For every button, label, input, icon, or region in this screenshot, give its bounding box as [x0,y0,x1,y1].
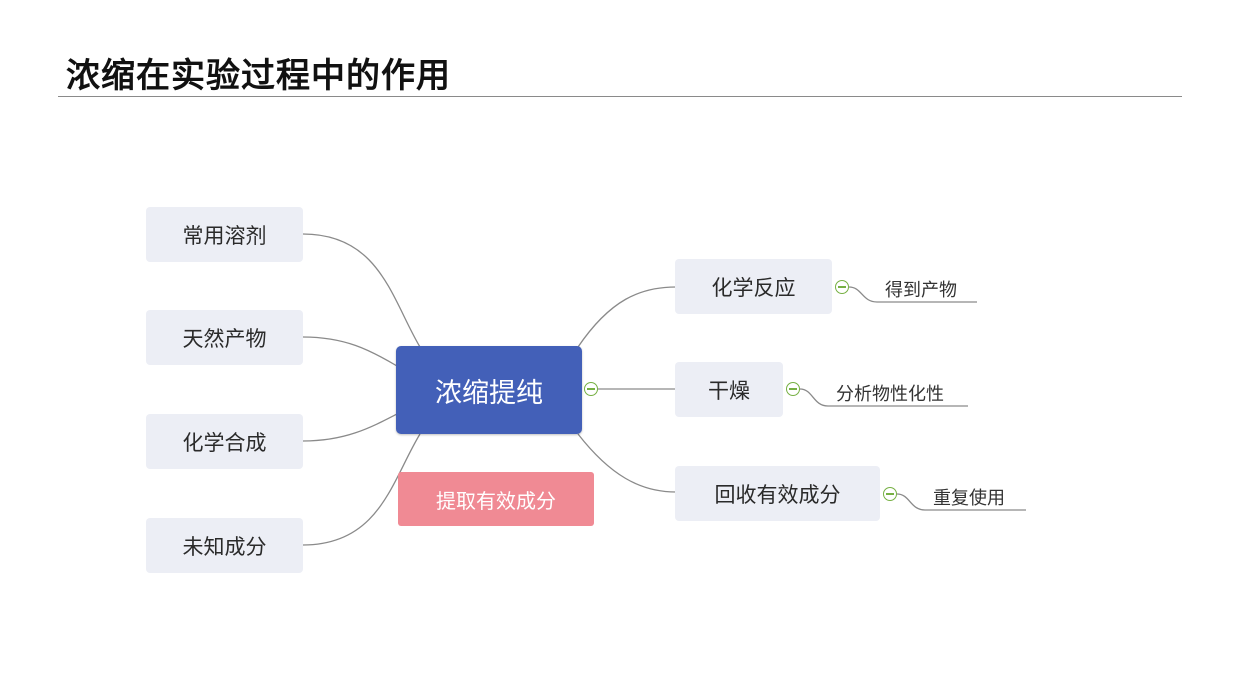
connector-sub-2 [799,388,968,407]
connector-sub-1 [848,286,977,303]
connector-left-1 [302,233,421,348]
subtopic-get-product[interactable]: 得到产物 [885,280,957,301]
topic-drying[interactable]: 干燥 [675,362,783,417]
topic-recover-components[interactable]: 回收有效成分 [675,466,880,521]
connector-left-4 [302,433,421,546]
connector-right-1 [577,286,677,348]
collapse-toggle-icon[interactable] [883,487,897,501]
connector-sub-3 [896,493,1026,511]
subtopic-analyze-properties[interactable]: 分析物性化性 [836,384,944,405]
page-title: 浓缩在实验过程中的作用 [66,56,451,96]
subtopic-reuse[interactable]: 重复使用 [933,488,1005,509]
connector-right-3 [577,433,677,493]
collapse-toggle-icon[interactable] [835,280,849,294]
connector-left-2 [302,336,398,367]
collapse-toggle-icon[interactable] [786,382,800,396]
topic-common-solvent[interactable]: 常用溶剂 [146,207,303,262]
topic-chemical-reaction[interactable]: 化学反应 [675,259,832,314]
topic-unknown-component[interactable]: 未知成分 [146,518,303,573]
central-topic[interactable]: 浓缩提纯 [396,346,582,434]
floating-topic[interactable]: 提取有效成分 [398,472,594,526]
title-divider [58,96,1182,97]
collapse-toggle-icon[interactable] [584,382,598,396]
topic-natural-product[interactable]: 天然产物 [146,310,303,365]
connector-left-3 [302,413,398,442]
topic-chemical-synthesis[interactable]: 化学合成 [146,414,303,469]
